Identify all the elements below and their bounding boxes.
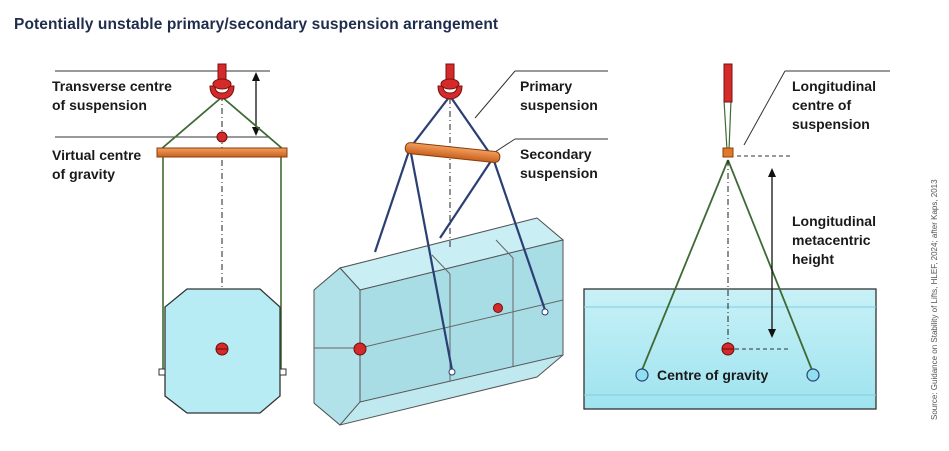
lift-point-marker xyxy=(635,368,649,382)
diagram-title: Potentially unstable primary/secondary s… xyxy=(14,16,499,33)
lift-point-marker xyxy=(806,368,820,382)
sling xyxy=(449,95,494,159)
cog-marker xyxy=(353,342,367,356)
sling xyxy=(409,95,451,149)
cog-marker xyxy=(493,303,503,313)
spreader-bar xyxy=(156,147,288,158)
label-longitudinal-centre: Longitudinal centre of suspension xyxy=(792,78,880,132)
label-longitudinal-metacentric-height: Longitudinal metacentric height xyxy=(792,213,880,267)
virtual-cog-marker xyxy=(216,131,228,143)
sling xyxy=(159,96,223,151)
label-virtual-cog: Virtual centre of gravity xyxy=(52,147,145,182)
hook-icon xyxy=(437,63,463,100)
hook-icon xyxy=(209,63,235,100)
spreader-bar-end xyxy=(722,147,734,158)
sling xyxy=(221,96,285,151)
hook-icon xyxy=(723,63,733,103)
sling xyxy=(727,159,813,371)
label-transverse-centre: Transverse centre of suspension xyxy=(52,78,176,113)
sling xyxy=(641,159,729,371)
isometric-view: Primary suspension Secondary suspension xyxy=(313,63,608,426)
label-primary-suspension: Primary suspension xyxy=(520,78,598,113)
label-secondary-suspension: Secondary suspension xyxy=(520,146,598,181)
transverse-view: Transverse centre of suspension Virtual … xyxy=(52,63,288,414)
source-note: Source: Guidance on Stability of Lifts, … xyxy=(930,179,939,420)
spreader-bar xyxy=(404,142,501,163)
longitudinal-view: Longitudinal centre of suspension Longit… xyxy=(583,63,890,410)
label-centre-of-gravity: Centre of gravity xyxy=(657,367,768,383)
